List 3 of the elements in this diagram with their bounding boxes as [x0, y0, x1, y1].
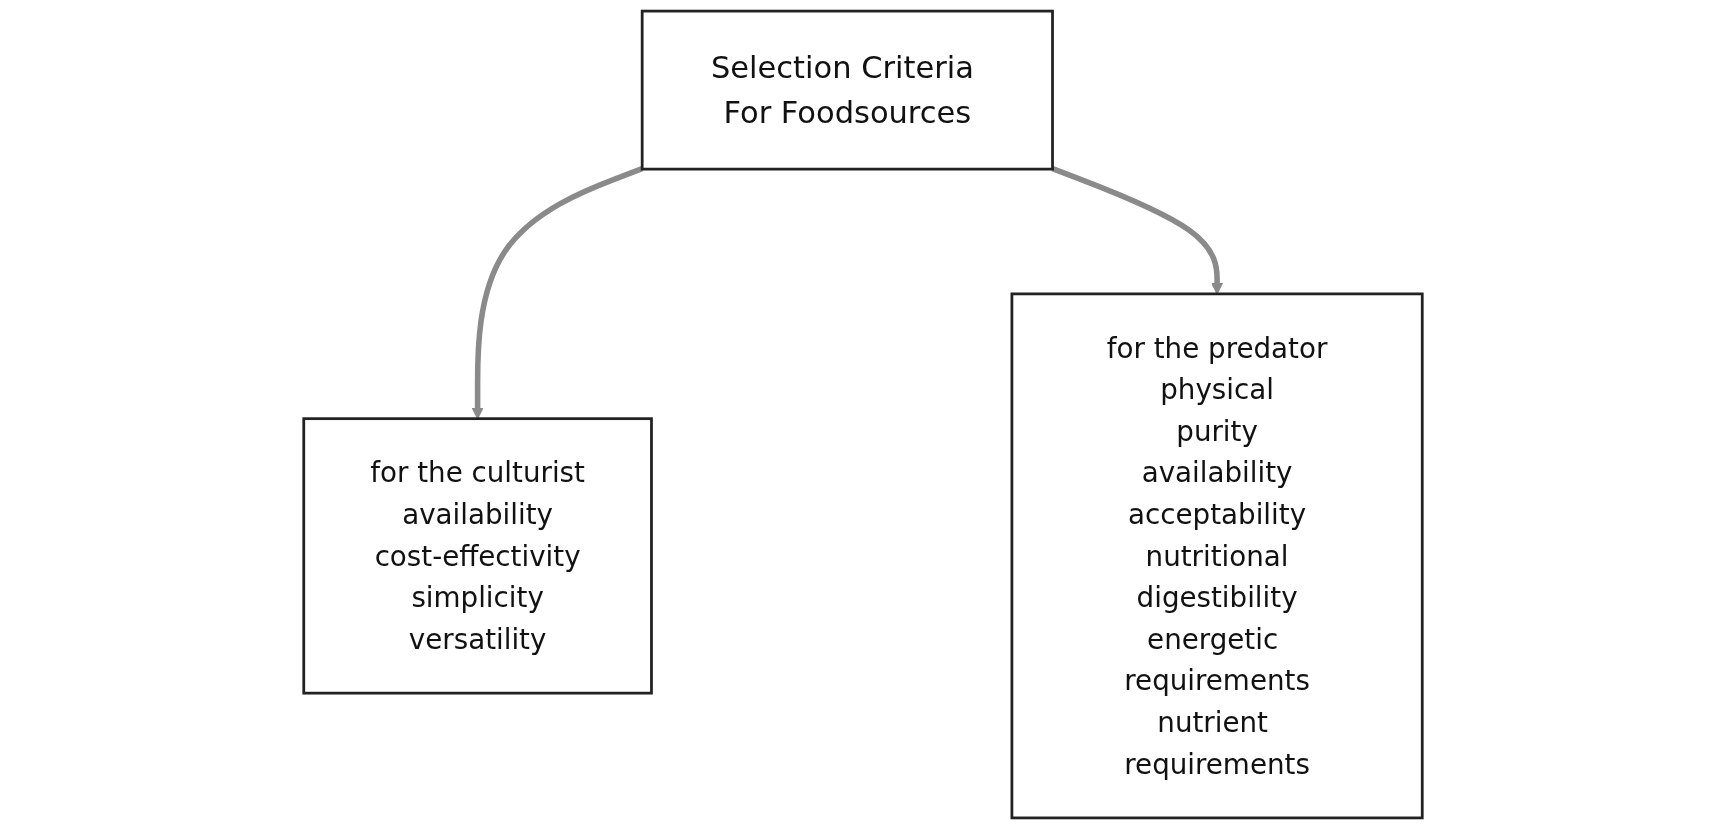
node-box: Selection Criteria For Foodsources	[640, 9, 1054, 171]
node-box: for the culturist availability cost-effectivity simplicity versatility	[302, 417, 653, 695]
node-box: for the predator physical purity availability acceptability nutritional digestibility energetic requirements nutrient requirements	[1010, 292, 1424, 820]
